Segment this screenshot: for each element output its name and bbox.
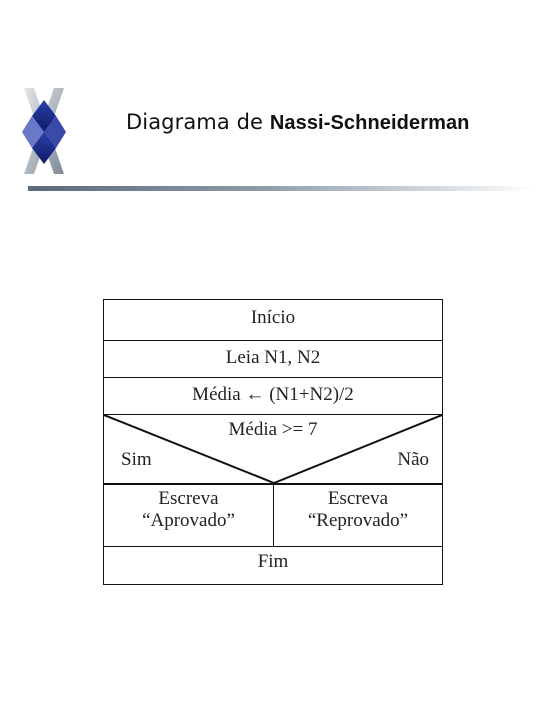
decision-triangle — [104, 415, 442, 483]
decision-block: Média >= 7 Sim Não — [104, 415, 442, 483]
logo — [22, 86, 66, 178]
no-action-line1: Escreva — [327, 488, 389, 509]
title-regular: Diagrama de — [126, 110, 270, 134]
yes-label: Sim — [121, 449, 152, 470]
read-block: Leia N1, N2 — [104, 341, 442, 378]
condition-label: Média >= 7 — [228, 419, 318, 440]
no-label: Não — [397, 449, 429, 470]
nassi-schneiderman-diagram: Início Leia N1, N2 Média ← (N1+N2)/2 Méd… — [103, 299, 443, 585]
no-action-line2: “Reprovado” — [307, 510, 409, 531]
no-branch: Escreva “Reprovado” — [274, 485, 442, 547]
yes-action-line1: Escreva — [158, 488, 219, 509]
yes-branch: Escreva “Aprovado” — [104, 485, 274, 547]
start-block: Início — [104, 300, 442, 341]
title-underline — [28, 186, 533, 191]
assign-block: Média ← (N1+N2)/2 — [104, 378, 442, 415]
title-bold: Nassi-Schneiderman — [269, 112, 470, 134]
yes-action-line2: “Aprovado” — [142, 510, 235, 531]
end-block: Fim — [257, 551, 289, 572]
page-title: Diagrama de Nassi-Schneiderman — [126, 110, 470, 135]
branch-row: Escreva “Aprovado” Escreva “Reprovado” — [104, 483, 442, 547]
